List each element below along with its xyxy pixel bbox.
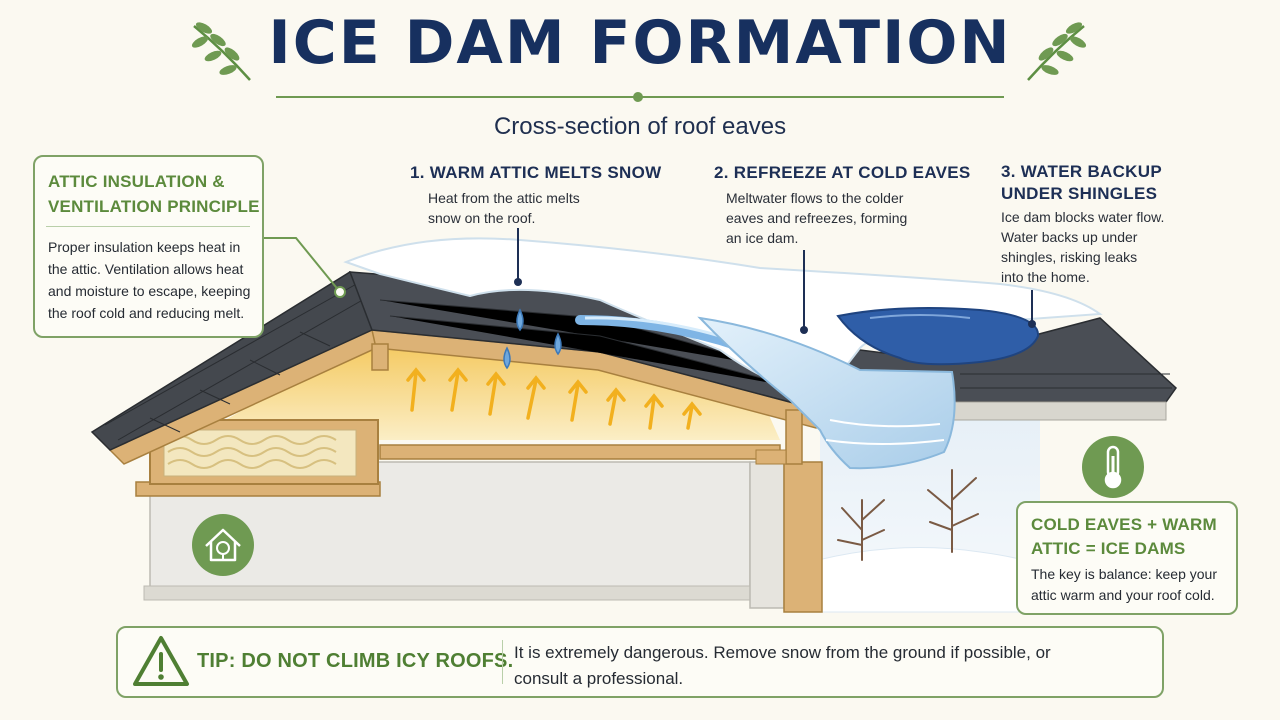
insulation-card-divider: [46, 226, 250, 227]
step-1-body-line-2: snow on the roof.: [428, 210, 536, 226]
tip-title: TIP: DO NOT CLIMB ICY ROOFS.: [197, 650, 514, 672]
laurel-branch-icon-right: [1027, 22, 1087, 81]
insulation-card-body-line-3: and moisture to escape, keeping: [48, 283, 251, 299]
page-title: ICE DAM FORMATION: [268, 8, 1012, 78]
tip-body-line-2: consult a professional.: [514, 669, 684, 688]
step-2-body-line-2: eaves and refreezes, forming: [726, 210, 908, 226]
title-divider: [276, 92, 1004, 102]
insulation-card-title-line-1: ATTIC INSULATION &: [48, 172, 225, 191]
insulation-card-body-line-2: the attic. Ventilation allows heat: [48, 261, 244, 277]
insulation-card-title-line-2: VENTILATION PRINCIPLE: [48, 197, 260, 216]
step-2-body-line-1: Meltwater flows to the colder: [726, 190, 904, 206]
step-1-title: 1. WARM ATTIC MELTS SNOW: [410, 163, 662, 182]
balance-card-title-line-2: ATTIC = ICE DAMS: [1031, 539, 1186, 558]
insulation-card-body-line-1: Proper insulation keeps heat in: [48, 239, 241, 255]
tip-divider: [502, 640, 503, 684]
balance-card-body-line-2: attic warm and your roof cold.: [1031, 587, 1215, 603]
laurel-branch-icon-left: [191, 22, 251, 81]
step-3-title-line-2: UNDER SHINGLES: [1001, 184, 1158, 203]
tip-body: It is extremely dangerous. Remove snow f…: [514, 640, 1074, 692]
step-2-title: 2. REFREEZE AT COLD EAVES: [714, 163, 971, 182]
insulation-principle-card: [33, 155, 264, 338]
step-3-body-line-3: shingles, risking leaks: [1001, 249, 1138, 265]
step-1-body-line-1: Heat from the attic melts: [428, 190, 580, 206]
home-insulation-icon: [192, 514, 254, 576]
step-3-body-line-1: Ice dam blocks water flow.: [1001, 209, 1165, 225]
warning-triangle-icon: [133, 636, 189, 686]
thermometer-icon: [1082, 436, 1144, 498]
step-2-body-line-3: an ice dam.: [726, 230, 799, 246]
tip-body-line-1: It is extremely dangerous. Remove snow f…: [514, 643, 1051, 662]
step-3-body-line-4: into the home.: [1001, 269, 1090, 285]
step-3-body-line-2: Water backs up under: [1001, 229, 1138, 245]
balance-card-body-line-1: The key is balance: keep your: [1031, 566, 1217, 582]
balance-card-title-line-1: COLD EAVES + WARM: [1031, 515, 1217, 534]
page-subtitle: Cross-section of roof eaves: [493, 113, 787, 140]
step-3-title-line-1: 3. WATER BACKUP: [1001, 162, 1162, 181]
balance-card: [1016, 501, 1238, 615]
insulation-card-body-line-4: the roof cold and reducing melt.: [48, 305, 245, 321]
safety-tip-banner: [116, 626, 1164, 698]
